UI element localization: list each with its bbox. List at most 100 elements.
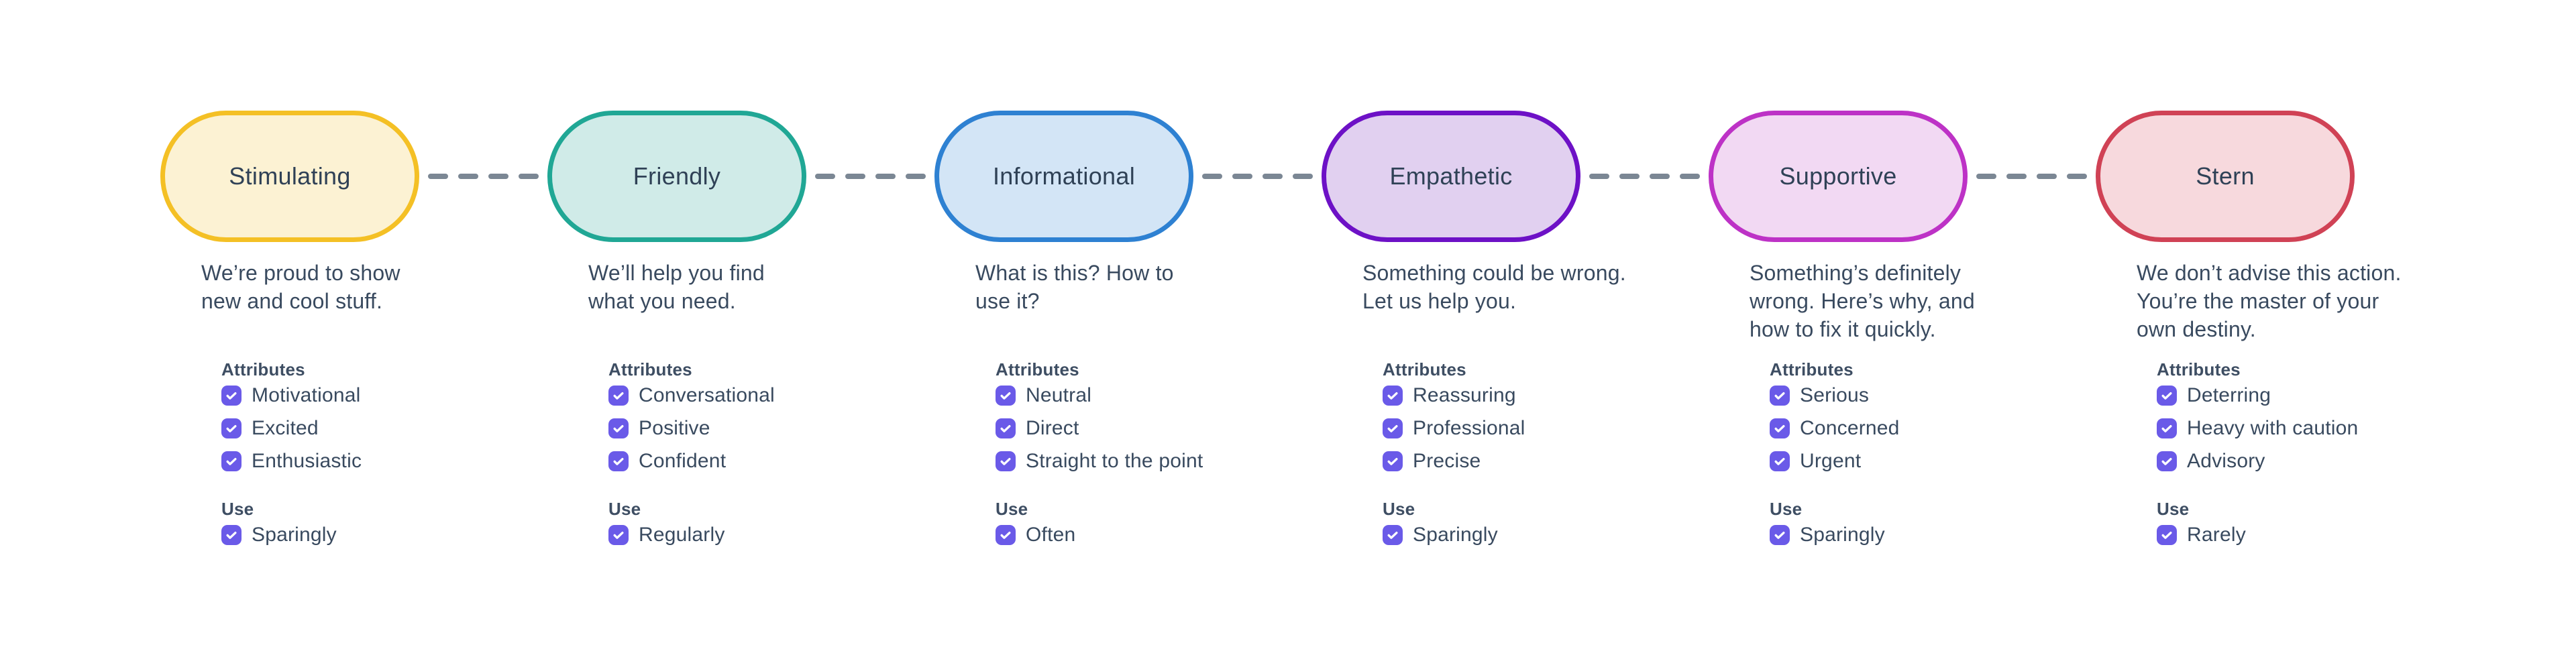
checkbox-checked[interactable] — [1383, 451, 1403, 471]
tone-pill-label: Friendly — [633, 162, 721, 190]
connector-dash — [1589, 174, 1609, 179]
checkbox-checked[interactable] — [221, 451, 241, 471]
check-icon — [226, 532, 237, 539]
attribute-row: Straight to the point — [996, 451, 1203, 471]
attribute-label: Advisory — [2187, 450, 2265, 472]
description-line: wrong. Here’s why, and — [1750, 289, 1975, 313]
connector-dashed-line — [815, 174, 926, 179]
use-section: Use Sparingly — [1770, 499, 1885, 545]
use-header: Use — [996, 499, 1028, 519]
attributes-section: Attributes Serious Concerned Urgent — [1770, 359, 1900, 471]
check-icon — [226, 392, 237, 400]
check-icon — [1774, 532, 1785, 539]
checkbox-checked[interactable] — [1383, 386, 1403, 406]
attribute-label: Excited — [252, 417, 319, 439]
tone-pill-empathetic: Empathetic — [1322, 111, 1580, 242]
description-line: how to fix it quickly. — [1750, 317, 1936, 341]
description-line: We don’t advise this action. — [2137, 261, 2402, 285]
attribute-label: Conversational — [639, 384, 775, 406]
connector-dash — [2006, 174, 2027, 179]
connector-dash — [1619, 174, 1640, 179]
check-icon — [2161, 458, 2172, 465]
description-line: What is this? How to — [975, 261, 1174, 285]
attribute-row: Excited — [221, 418, 362, 438]
use-label: Sparingly — [252, 524, 337, 546]
description-line: use it? — [975, 289, 1040, 313]
use-label: Rarely — [2187, 524, 2246, 546]
tone-column-stern: Stern We don’t advise this action. You’r… — [2096, 0, 2471, 649]
tone-description: Something could be wrong. Let us help yo… — [1362, 259, 1678, 315]
checkbox-checked[interactable] — [221, 525, 241, 545]
tone-pill-stimulating: Stimulating — [160, 111, 419, 242]
attribute-row: Enthusiastic — [221, 451, 362, 471]
check-icon — [1000, 458, 1011, 465]
check-icon — [226, 458, 237, 465]
description-line: We’ll help you find — [588, 261, 765, 285]
attributes-header: Attributes — [2157, 359, 2241, 379]
use-header: Use — [1383, 499, 1415, 519]
check-icon — [1000, 425, 1011, 432]
checkbox-checked[interactable] — [996, 525, 1016, 545]
tone-column-supportive: Supportive Something’s definitely wrong.… — [1709, 0, 2084, 649]
attribute-row: Positive — [608, 418, 775, 438]
attribute-label: Deterring — [2187, 384, 2271, 406]
checkbox-checked[interactable] — [608, 386, 629, 406]
tone-column-friendly: Friendly We’ll help you find what you ne… — [547, 0, 923, 649]
use-row: Sparingly — [1383, 525, 1498, 545]
checkbox-checked[interactable] — [2157, 525, 2177, 545]
attribute-label: Reassuring — [1413, 384, 1516, 406]
checkbox-checked[interactable] — [2157, 418, 2177, 438]
connector-dash — [488, 174, 508, 179]
checkbox-checked[interactable] — [608, 451, 629, 471]
check-icon — [613, 392, 624, 400]
checkbox-checked[interactable] — [2157, 451, 2177, 471]
checkbox-checked[interactable] — [608, 418, 629, 438]
attribute-label: Direct — [1026, 417, 1079, 439]
use-section: Use Regularly — [608, 499, 725, 545]
attribute-row: Conversational — [608, 386, 775, 406]
tone-pill-label: Informational — [992, 162, 1135, 190]
checkbox-checked[interactable] — [2157, 386, 2177, 406]
tone-description: Something’s definitely wrong. Here’s why… — [1750, 259, 2065, 343]
checkbox-checked[interactable] — [608, 525, 629, 545]
check-icon — [1387, 425, 1398, 432]
connector-dash — [845, 174, 865, 179]
checkbox-checked[interactable] — [1383, 418, 1403, 438]
attributes-section: Attributes Reassuring Professional Preci… — [1383, 359, 1525, 471]
checkbox-checked[interactable] — [1770, 525, 1790, 545]
attribute-row: Advisory — [2157, 451, 2358, 471]
connector-dash — [1293, 174, 1313, 179]
tone-description: We don’t advise this action. You’re the … — [2137, 259, 2452, 343]
checkbox-checked[interactable] — [1770, 451, 1790, 471]
attributes-header: Attributes — [1383, 359, 1466, 379]
checkbox-checked[interactable] — [996, 451, 1016, 471]
checkbox-checked[interactable] — [996, 386, 1016, 406]
check-icon — [1387, 458, 1398, 465]
checkbox-checked[interactable] — [221, 386, 241, 406]
attribute-label: Serious — [1800, 384, 1870, 406]
checkbox-checked[interactable] — [221, 418, 241, 438]
checkbox-checked[interactable] — [1383, 525, 1403, 545]
connector-dash — [2067, 174, 2087, 179]
connector-dash — [519, 174, 539, 179]
attribute-label: Concerned — [1800, 417, 1900, 439]
description-line: Something could be wrong. — [1362, 261, 1626, 285]
checkbox-checked[interactable] — [1770, 386, 1790, 406]
check-icon — [1000, 532, 1011, 539]
description-line: Something’s definitely — [1750, 261, 1962, 285]
use-row: Rarely — [2157, 525, 2246, 545]
check-icon — [613, 458, 624, 465]
tone-pill-label: Supportive — [1779, 162, 1897, 190]
checkbox-checked[interactable] — [1770, 418, 1790, 438]
checkbox-checked[interactable] — [996, 418, 1016, 438]
connector-dash — [1650, 174, 1670, 179]
attribute-row: Direct — [996, 418, 1203, 438]
attribute-row: Reassuring — [1383, 386, 1525, 406]
use-section: Use Sparingly — [1383, 499, 1498, 545]
tone-pill-supportive: Supportive — [1709, 111, 1968, 242]
connector-dash — [2037, 174, 2057, 179]
tone-pill-informational: Informational — [934, 111, 1193, 242]
attributes-header: Attributes — [608, 359, 692, 379]
check-icon — [2161, 532, 2172, 539]
attribute-row: Deterring — [2157, 386, 2358, 406]
